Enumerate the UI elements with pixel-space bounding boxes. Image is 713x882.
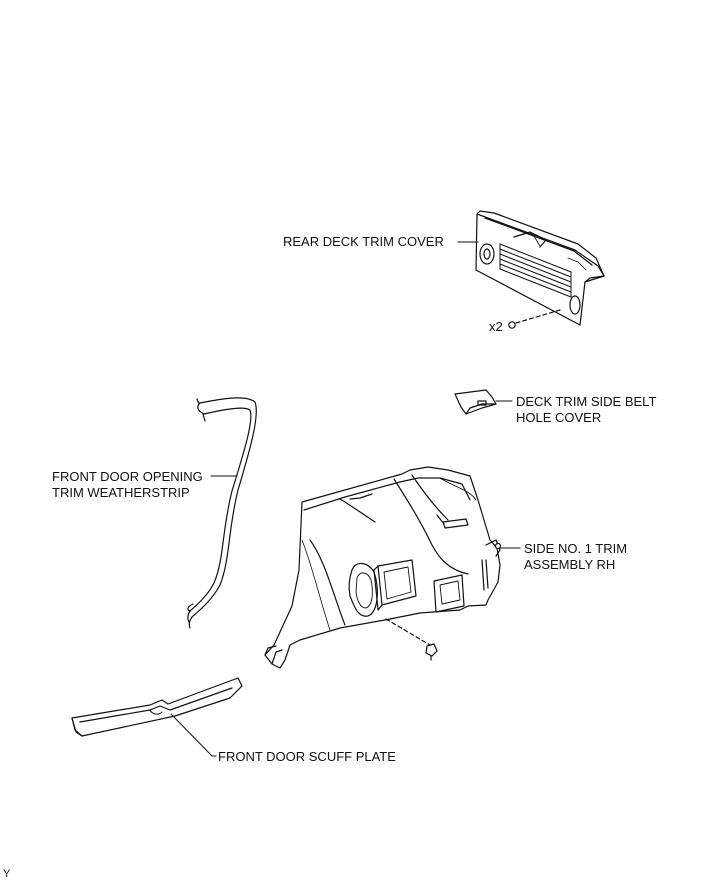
label-front-door-opening-trim-weatherstrip-line1: FRONT DOOR OPENING — [52, 469, 203, 484]
label-rear-deck-trim-cover: REAR DECK TRIM COVER — [283, 234, 444, 249]
rear-deck-trim-cover-drawing — [476, 211, 604, 325]
side-trim-clip-drawing — [385, 618, 438, 661]
label-deck-trim-side-belt-hole-cover-line2: HOLE COVER — [516, 410, 602, 425]
label-side-no1-trim-assembly-rh: SIDE NO. 1 TRIM ASSEMBLY RH — [524, 541, 627, 573]
label-quantity: x2 — [489, 319, 503, 334]
side-no1-trim-assembly-rh-drawing — [265, 467, 502, 668]
rear-deck-clip-drawing — [508, 309, 561, 329]
label-side-no1-trim-assembly-rh-line1: SIDE NO. 1 TRIM — [524, 541, 628, 556]
deck-trim-side-belt-hole-cover-drawing — [455, 390, 496, 414]
corner-mark: Y — [3, 868, 11, 880]
label-deck-trim-side-belt-hole-cover-line1: DECK TRIM SIDE BELT — [516, 394, 657, 409]
label-front-door-opening-trim-weatherstrip-line2: TRIM WEATHERSTRIP — [52, 485, 190, 500]
label-front-door-opening-trim-weatherstrip: FRONT DOOR OPENING TRIM WEATHERSTRIP — [52, 469, 203, 501]
front-door-scuff-plate-drawing — [72, 678, 242, 736]
label-front-door-scuff-plate: FRONT DOOR SCUFF PLATE — [218, 749, 396, 764]
leader-lines — [170, 241, 521, 757]
label-deck-trim-side-belt-hole-cover: DECK TRIM SIDE BELT HOLE COVER — [516, 394, 656, 426]
label-side-no1-trim-assembly-rh-line2: ASSEMBLY RH — [524, 557, 616, 572]
front-door-opening-trim-weatherstrip-drawing — [188, 398, 256, 628]
